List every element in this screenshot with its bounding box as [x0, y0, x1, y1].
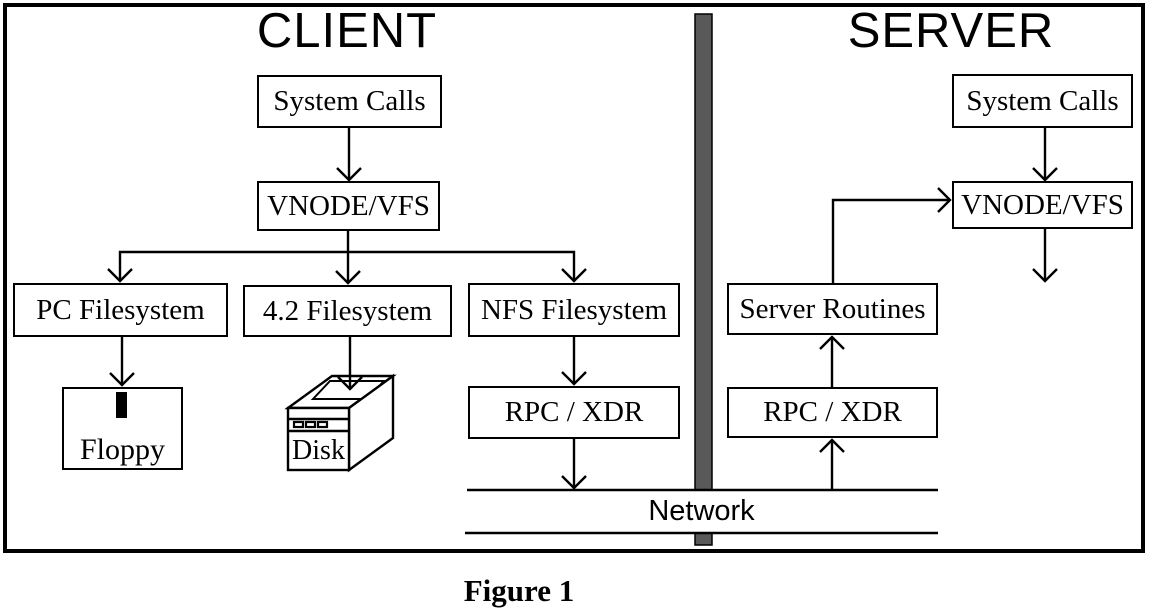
disk-vent-icon — [292, 420, 305, 429]
client-rpc-xdr-box: RPC / XDR — [468, 386, 680, 439]
diagram-frame — [3, 3, 1145, 553]
disk-label: Disk — [292, 435, 345, 466]
server-vnode-vfs-box: VNODE/VFS — [952, 181, 1133, 229]
floppy-drive-box: Floppy — [62, 387, 183, 470]
server-rpc-xdr-box: RPC / XDR — [727, 387, 938, 438]
server-arrows — [819, 128, 1058, 490]
nfs-filesystem-box: NFS Filesystem — [468, 283, 680, 337]
floppy-label: Floppy — [79, 433, 166, 466]
42-filesystem-box: 4.2 Filesystem — [243, 285, 452, 337]
client-system-calls-box: System Calls — [257, 75, 442, 128]
floppy-slot-icon — [116, 392, 127, 418]
server-system-calls-box: System Calls — [952, 74, 1133, 128]
disk-vent-icon — [316, 420, 329, 429]
branch-connector — [118, 250, 576, 281]
figure-page: { "figure": { "caption": "Figure 1" }, "… — [3, 3, 1145, 608]
figure-caption: Figure 1 — [463, 573, 575, 608]
server-title: SERVER — [847, 4, 1055, 58]
disk-vent-icon — [304, 420, 317, 429]
client-arrows — [107, 128, 587, 490]
client-vnode-vfs-box: VNODE/VFS — [257, 181, 440, 231]
client-title: CLIENT — [256, 4, 438, 58]
network-label: Network — [648, 495, 755, 527]
network-divider-bar — [694, 13, 713, 546]
pc-filesystem-box: PC Filesystem — [13, 283, 228, 337]
diagram-drawing-layer — [107, 13, 1058, 546]
network-band — [465, 488, 938, 535]
disk-icon — [284, 373, 397, 473]
arrow-routines-to-vnode — [831, 198, 950, 283]
server-routines-box: Server Routines — [727, 283, 938, 335]
